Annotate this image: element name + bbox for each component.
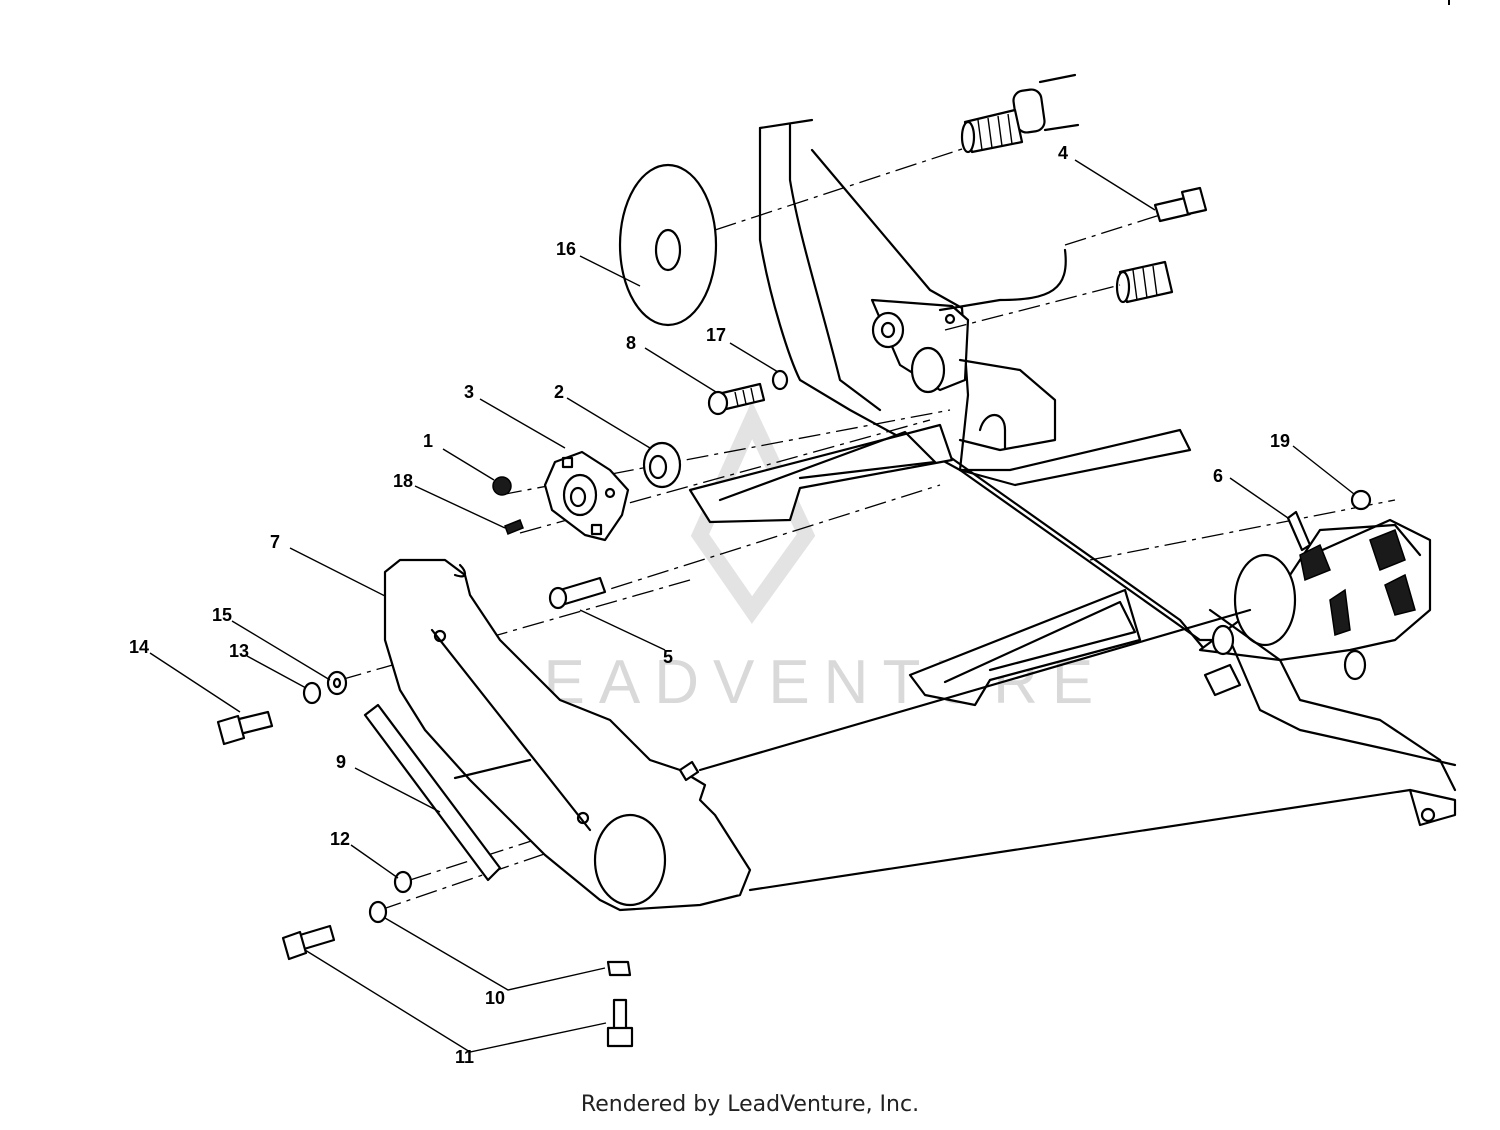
part-2-bushing: [642, 441, 682, 489]
part-11-bolts: [281, 924, 634, 1048]
frame-assembly: [688, 118, 1457, 892]
part-8-pin: [707, 382, 766, 416]
part-14-bolt: [216, 710, 274, 746]
callout-2: 2: [554, 382, 564, 402]
edge-tick-mark: [1448, 0, 1450, 5]
part-15-washer: [326, 670, 348, 696]
callout-18: 18: [393, 471, 413, 491]
callout-8: 8: [626, 333, 636, 353]
footer-credit: Rendered by LeadVenture, Inc.: [580, 1092, 920, 1117]
callout-16: 16: [556, 239, 576, 259]
callout-11: 11: [455, 1047, 474, 1067]
callout-6: 6: [1213, 466, 1223, 486]
callout-4: 4: [1058, 143, 1068, 163]
callout-3: 3: [464, 382, 474, 402]
callout-17: 17: [706, 325, 726, 345]
part-4-bolt: [1153, 186, 1208, 223]
part-13-lockwasher: [302, 681, 322, 705]
callout-7: 7: [270, 532, 280, 552]
callout-10: 10: [485, 988, 505, 1008]
leader-lines: [149, 159, 1355, 1053]
callout-19: 19: [1270, 431, 1290, 451]
part-5-bolt: [548, 576, 607, 610]
part-12-rivet: [393, 870, 413, 894]
part-19-nut: [1350, 489, 1372, 511]
drive-shafts: [938, 73, 1174, 312]
part-10-washers: [368, 900, 632, 977]
center-lines: [339, 147, 1396, 911]
part-18-screw: [504, 519, 524, 535]
part-7-guard-cover: [383, 558, 752, 912]
callout-9: 9: [336, 752, 346, 772]
callout-13: 13: [229, 641, 249, 661]
callout-labels: 1 2 3 4 5 6 7 8 9 10 11 12 13 14 15 16 1…: [129, 143, 1290, 1067]
part-3-flange-bearing: [543, 450, 630, 542]
callout-5: 5: [663, 647, 673, 667]
part-9-strip: [363, 703, 532, 882]
part-6-clip: [1286, 510, 1312, 552]
callout-15: 15: [212, 605, 232, 625]
callout-1: 1: [423, 431, 433, 451]
callout-12: 12: [330, 829, 350, 849]
part-1-nut: [492, 476, 512, 496]
callout-14: 14: [129, 637, 149, 657]
part-16-washer-disc: [618, 163, 718, 327]
part-17-washer: [771, 369, 789, 391]
